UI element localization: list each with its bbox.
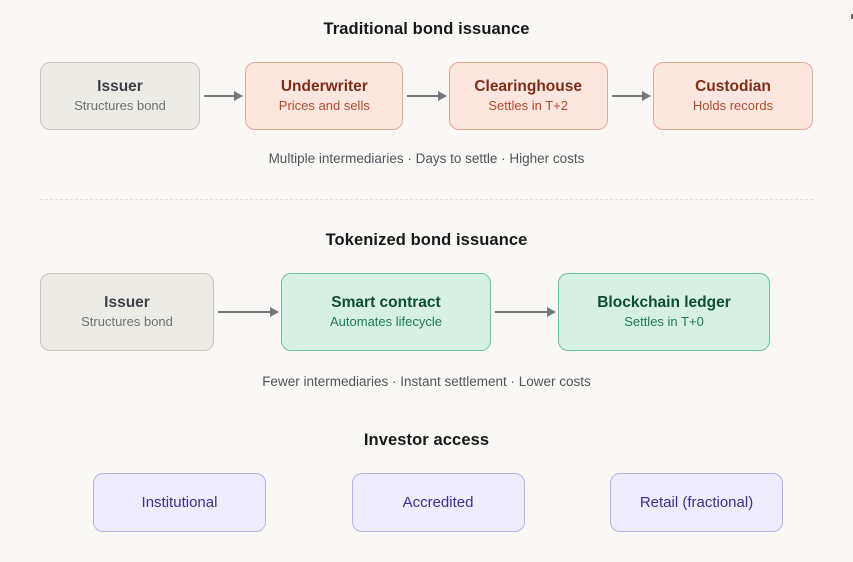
node-subtitle: Structures bond xyxy=(74,97,166,113)
node-issuer-tokenized[interactable]: Issuer Structures bond xyxy=(40,273,214,351)
node-subtitle: Settles in T+2 xyxy=(488,97,568,113)
arrow-shaft xyxy=(218,311,272,313)
caption-tokenized: Fewer intermediaries · Instant settlemen… xyxy=(262,374,591,389)
chip-accredited[interactable]: Accredited xyxy=(351,473,525,532)
node-subtitle: Prices and sells xyxy=(278,97,370,113)
arrow-shaft xyxy=(204,95,237,97)
arrow-clearinghouse-to-custodian xyxy=(608,89,653,103)
node-title: Issuer xyxy=(97,78,143,96)
flow-tokenized: Issuer Structures bond Smart contract Au… xyxy=(40,273,770,351)
arrow-smart-contract-to-ledger xyxy=(491,305,558,319)
arrow-issuer-to-smart-contract xyxy=(214,305,281,319)
chip-label: Accredited xyxy=(402,494,474,511)
section-title-traditional: Traditional bond issuance xyxy=(323,20,530,38)
arrow-head-icon xyxy=(234,90,244,101)
arrow-head-icon xyxy=(641,90,651,101)
section-title-investor-access: Investor access xyxy=(363,431,490,449)
caption-traditional: Multiple intermediaries · Days to settle… xyxy=(268,151,585,166)
node-clearinghouse[interactable]: Clearinghouse Settles in T+2 xyxy=(448,62,608,130)
arrow-issuer-to-underwriter xyxy=(200,89,245,103)
node-title: Blockchain ledger xyxy=(597,294,731,312)
investor-access-row: Institutional Accredited Retail (fractio… xyxy=(93,473,783,532)
node-blockchain-ledger[interactable]: Blockchain ledger Settles in T+0 xyxy=(558,273,770,351)
arrow-shaft xyxy=(407,95,440,97)
arrow-shaft xyxy=(611,95,644,97)
node-subtitle: Structures bond xyxy=(81,313,173,329)
node-subtitle: Settles in T+0 xyxy=(624,313,704,329)
arrow-head-icon xyxy=(547,306,556,317)
node-issuer-traditional[interactable]: Issuer Structures bond xyxy=(40,62,200,130)
chip-label: Institutional xyxy=(141,494,218,511)
chip-retail-fractional[interactable]: Retail (fractional) xyxy=(610,473,783,532)
node-title: Custodian xyxy=(695,78,771,96)
section-title-tokenized: Tokenized bond issuance xyxy=(325,231,528,249)
arrow-shaft xyxy=(495,311,549,313)
edge-artifact xyxy=(851,14,853,19)
arrow-head-icon xyxy=(437,90,447,101)
node-smart-contract[interactable]: Smart contract Automates lifecycle xyxy=(281,273,491,351)
node-underwriter[interactable]: Underwriter Prices and sells xyxy=(245,62,404,130)
node-subtitle: Holds records xyxy=(692,97,774,113)
section-divider xyxy=(40,199,813,200)
node-title: Issuer xyxy=(104,294,150,312)
flow-traditional: Issuer Structures bond Underwriter Price… xyxy=(40,62,813,130)
arrow-underwriter-to-clearinghouse xyxy=(403,89,448,103)
node-title: Smart contract xyxy=(331,294,441,312)
node-title: Clearinghouse xyxy=(474,78,582,96)
chip-institutional[interactable]: Institutional xyxy=(93,473,266,532)
arrow-head-icon xyxy=(270,306,279,317)
node-subtitle: Automates lifecycle xyxy=(330,313,442,329)
chip-label: Retail (fractional) xyxy=(639,494,754,511)
node-title: Underwriter xyxy=(280,78,368,96)
node-custodian[interactable]: Custodian Holds records xyxy=(652,62,813,130)
